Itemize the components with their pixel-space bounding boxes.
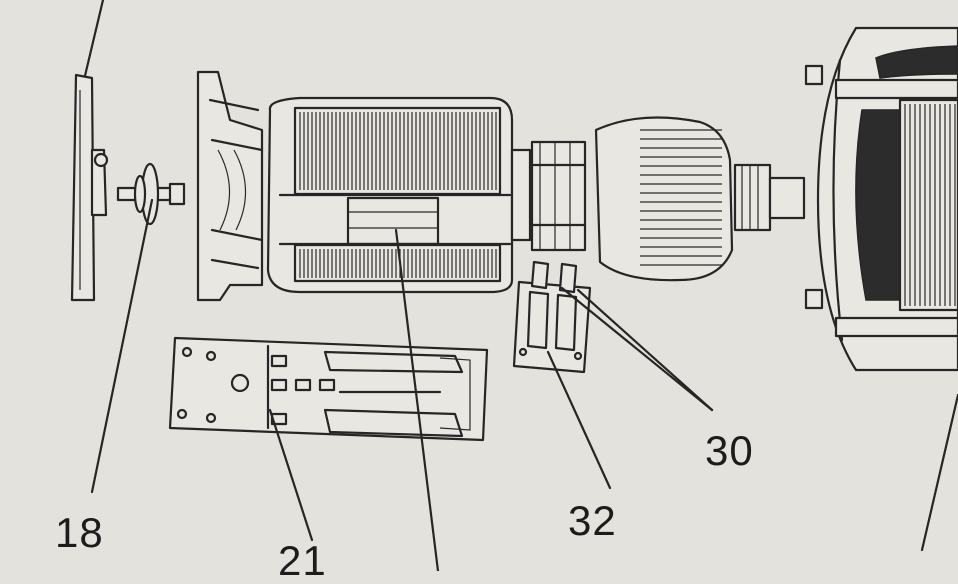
end-plate: [70, 73, 109, 302]
brush-plate: [168, 336, 489, 442]
armature-winding: [594, 116, 806, 282]
rotor-core: [266, 96, 514, 294]
callout-32: 32: [568, 497, 617, 544]
leader-line-top: [82, 0, 105, 82]
callout-30: 30: [705, 427, 754, 474]
callout-21: 21: [278, 537, 327, 584]
field-frame: [804, 26, 958, 372]
leader-line-32: [546, 350, 612, 490]
fan-housing: [196, 70, 264, 302]
leader-line-18: [90, 198, 154, 494]
exploded-parts-diagram: 18 21 30 32: [55, 0, 958, 582]
leader-line-30b: [576, 288, 714, 412]
diagram-drawing: [70, 0, 958, 571]
commutator-ring: [510, 140, 587, 252]
bolt-washer: [116, 162, 186, 226]
leader-line-30a: [560, 286, 714, 412]
callout-18: 18: [55, 509, 104, 556]
leader-line-21: [268, 408, 314, 542]
terminal-block: [512, 260, 592, 374]
leader-line-core: [394, 228, 440, 571]
leader-line-right: [920, 393, 958, 552]
